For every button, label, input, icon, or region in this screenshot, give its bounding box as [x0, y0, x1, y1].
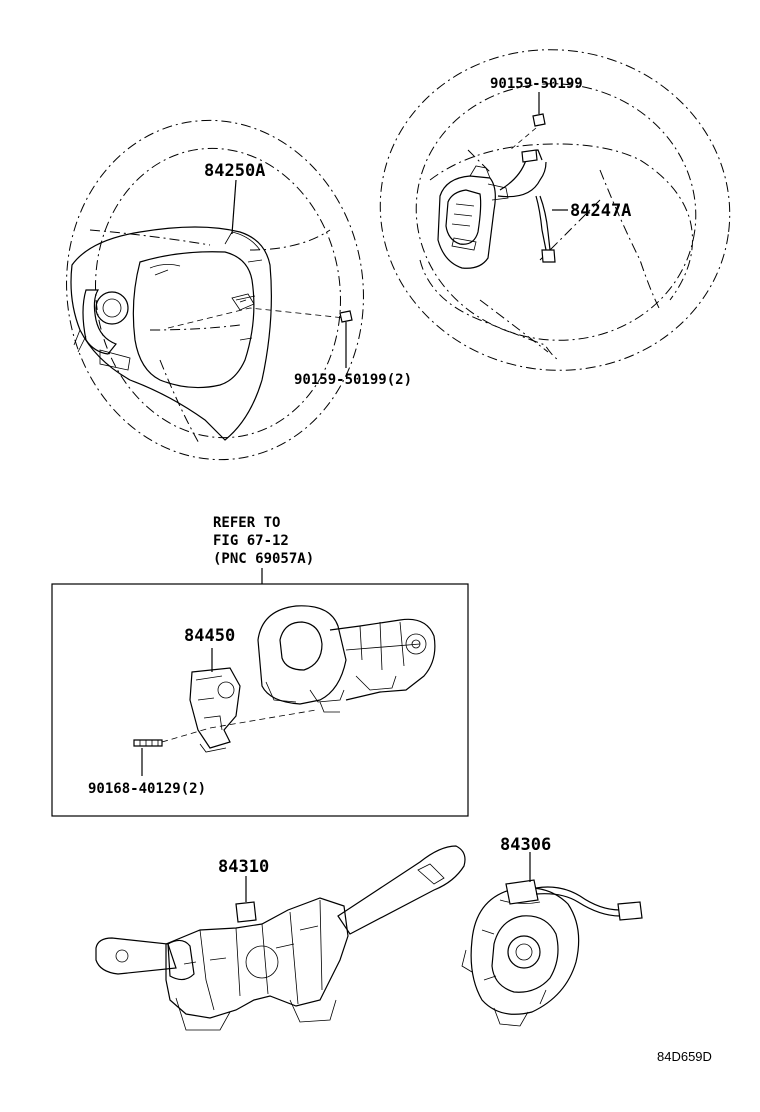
refer-line-1: REFER TO: [213, 515, 280, 531]
steering-wheel-left: 84250A 90159-50199(2): [66, 119, 412, 461]
spiral-cable-84306: 84306: [461, 835, 643, 1027]
figure-code: 84D659D: [657, 1049, 712, 1064]
part-label-84250A: 84250A: [204, 161, 265, 181]
part-label-84306: 84306: [500, 835, 551, 855]
part-label-84310: 84310: [218, 857, 269, 877]
part-label-90159-50199-2: 90159-50199(2): [294, 372, 412, 388]
refer-line-2: FIG 67-12: [213, 533, 289, 549]
part-label-84247A: 84247A: [570, 201, 631, 221]
part-label-90159-50199: 90159-50199: [490, 76, 583, 92]
refer-line-3: (PNC 69057A): [213, 551, 314, 567]
refer-note: REFER TO FIG 67-12 (PNC 69057A): [213, 515, 314, 584]
steering-wheel-right: 90159-50199 84247A: [379, 49, 731, 371]
combination-switch-84310: 84310: [95, 845, 466, 1031]
assembly-box-84450: 84450 90168-40129(2): [51, 583, 469, 817]
part-label-90168-40129-2: 90168-40129(2): [88, 781, 206, 797]
part-label-84450: 84450: [184, 626, 235, 646]
